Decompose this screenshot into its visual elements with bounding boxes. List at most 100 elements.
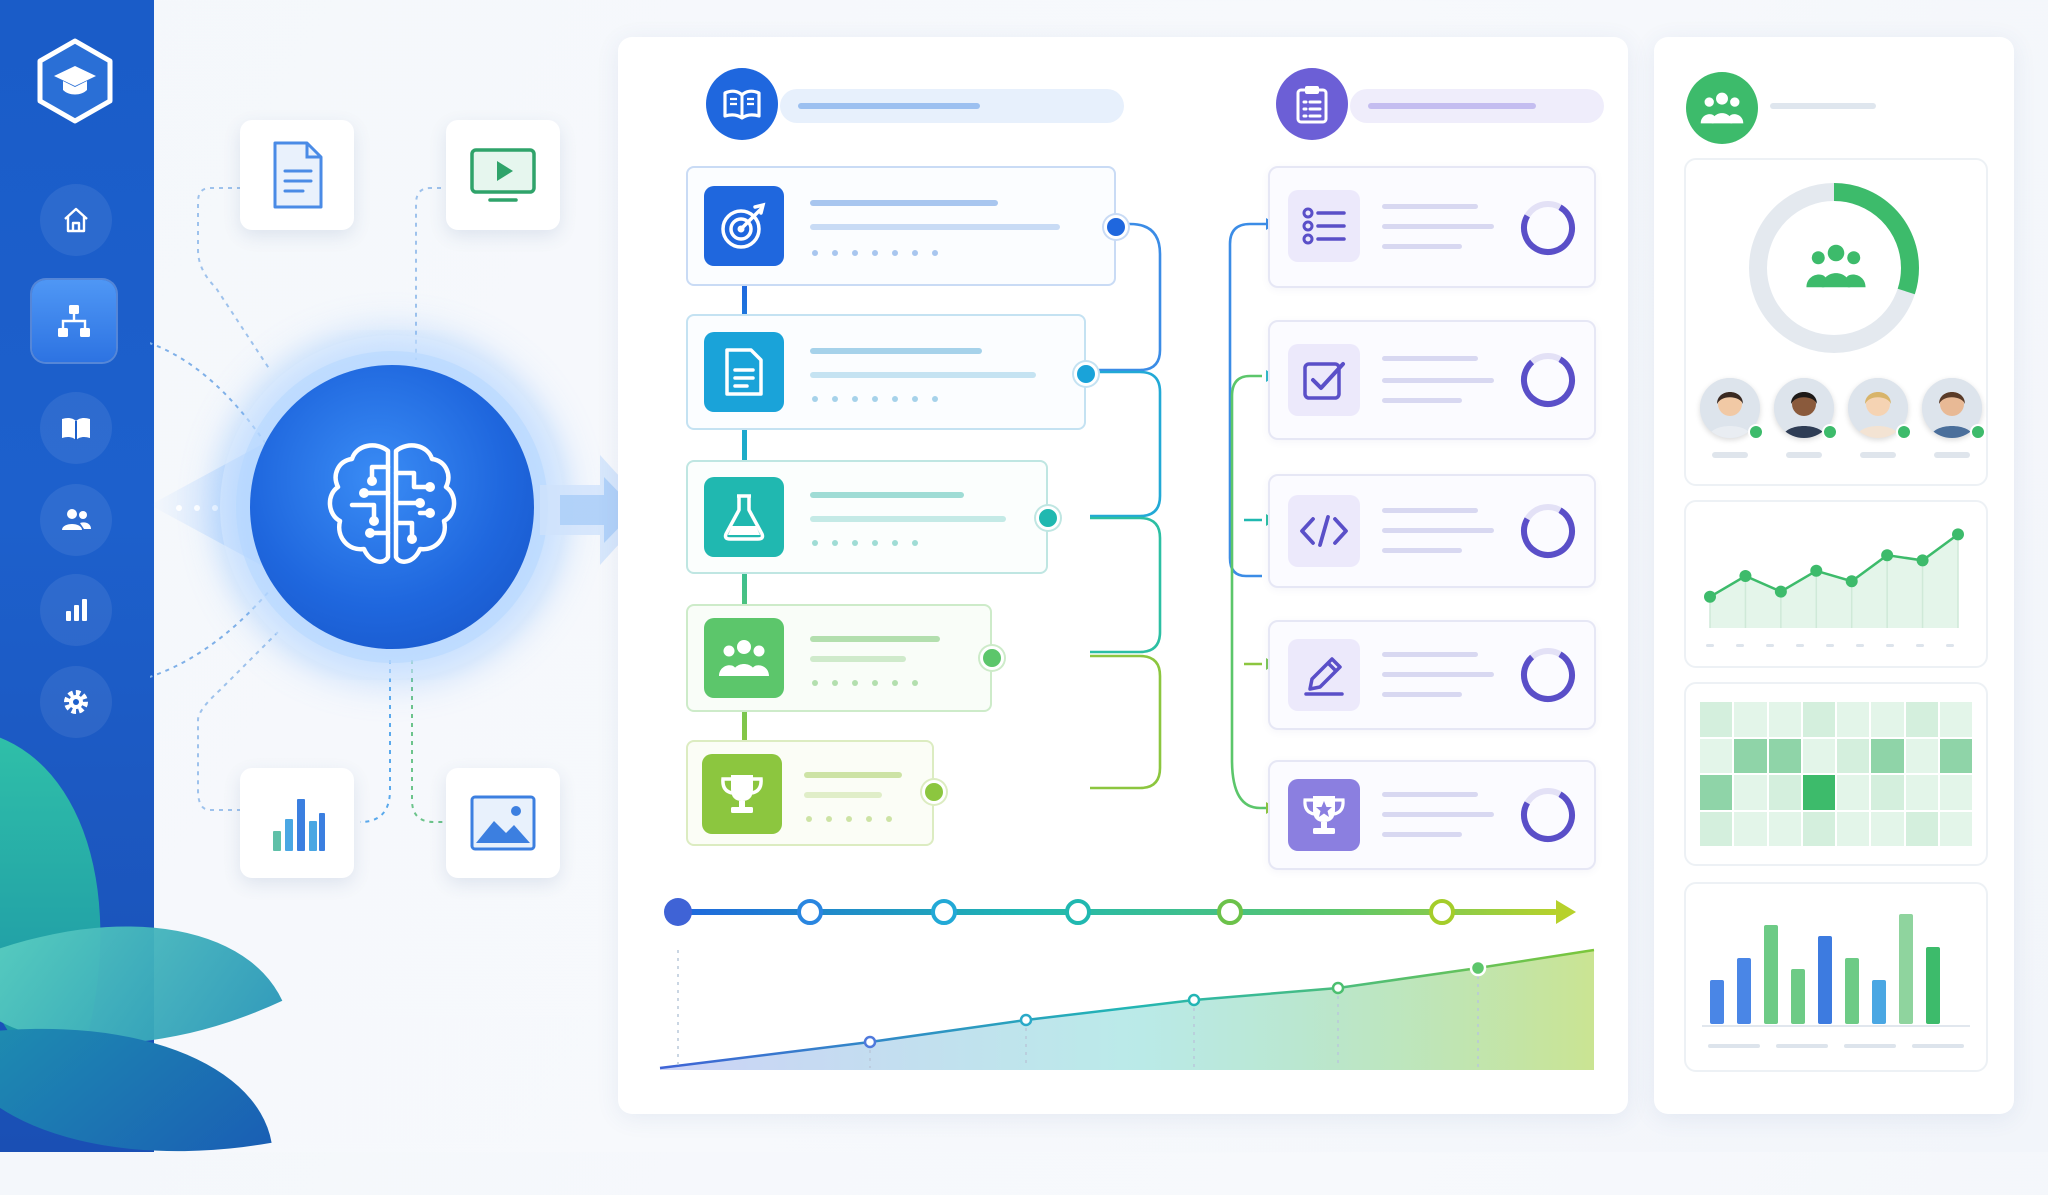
line-point <box>1916 554 1929 567</box>
progress-area-chart <box>659 948 1595 1070</box>
bar <box>1926 947 1940 1024</box>
task-progress-ring <box>1521 201 1575 255</box>
heatmap-cell <box>1802 775 1835 810</box>
nav-reports[interactable] <box>40 574 112 646</box>
task-card-quiz[interactable] <box>1268 166 1596 288</box>
nav-settings[interactable] <box>40 666 112 738</box>
task-progress-ring <box>1521 504 1575 558</box>
ai-brain-core[interactable] <box>250 365 534 649</box>
book-open-icon <box>723 89 761 120</box>
heatmap-cell <box>1802 702 1835 737</box>
list-icon <box>1302 207 1346 245</box>
app-logo[interactable] <box>36 38 114 124</box>
bar <box>1791 969 1805 1024</box>
heatmap-cell <box>1802 738 1835 773</box>
heatmap-cell <box>1939 738 1972 773</box>
heatmap-cell <box>1734 738 1767 773</box>
timeline-node <box>1065 899 1091 925</box>
performance-bar-chart <box>1702 914 1970 1048</box>
step-card-reading[interactable] <box>686 314 1086 430</box>
heatmap-cell <box>1837 702 1870 737</box>
nav-home[interactable] <box>40 184 112 256</box>
heatmap-cell <box>1700 811 1733 846</box>
heatmap-cell <box>1734 702 1767 737</box>
x-tick <box>1826 644 1834 647</box>
input-document-card[interactable] <box>240 120 354 230</box>
brain-circuit-icon <box>327 443 457 564</box>
heatmap-cell <box>1837 811 1870 846</box>
timeline-node <box>797 899 823 925</box>
heatmap-cell <box>1768 738 1801 773</box>
step-icon-box <box>704 477 784 557</box>
nav-users[interactable] <box>40 484 112 556</box>
task-card-checklist[interactable] <box>1268 320 1596 440</box>
document-icon <box>725 348 763 396</box>
heatmap-cell <box>1700 738 1733 773</box>
line-point <box>1739 570 1752 582</box>
input-image-card[interactable] <box>446 768 560 878</box>
clipboard-list-icon <box>1296 86 1328 124</box>
task-icon-box <box>1288 344 1360 416</box>
ring-progress <box>1521 353 1575 407</box>
avatar[interactable] <box>1700 378 1760 438</box>
input-video-card[interactable] <box>446 120 560 230</box>
task-icon-box <box>1288 190 1360 262</box>
timeline-node <box>1429 899 1455 925</box>
step-card-lab[interactable] <box>686 460 1048 574</box>
step-card-achievement[interactable] <box>686 740 934 846</box>
document-icon <box>273 141 323 209</box>
task-card-coding[interactable] <box>1268 474 1596 588</box>
task-card-certificate[interactable] <box>1268 760 1596 870</box>
flask-icon <box>723 494 765 541</box>
step-card-goals[interactable] <box>686 166 1116 286</box>
step-icon-box <box>704 186 784 266</box>
analytics-header-icon <box>1686 72 1758 144</box>
nav-library[interactable] <box>40 392 112 464</box>
heatmap-cell <box>1871 702 1904 737</box>
task-progress-ring <box>1521 648 1575 702</box>
group-icon <box>719 640 769 676</box>
bar <box>1845 958 1859 1024</box>
connector-dot <box>980 646 1004 670</box>
online-status-dot <box>1822 424 1838 440</box>
timeline-node <box>664 898 692 926</box>
x-tick <box>1946 644 1954 647</box>
nav-learning-path[interactable] <box>32 280 116 362</box>
heatmap-cell <box>1939 811 1972 846</box>
heatmap-cell <box>1905 738 1938 773</box>
heatmap-cell <box>1768 775 1801 810</box>
step-icon-box <box>702 754 782 834</box>
engagement-line-card <box>1684 500 1988 668</box>
heatmap-cell <box>1734 775 1767 810</box>
step-card-group[interactable] <box>686 604 992 712</box>
task-progress-ring <box>1521 353 1575 407</box>
heatmap-cell <box>1734 811 1767 846</box>
line-point <box>1774 585 1787 598</box>
avatar-name-placeholder <box>1934 452 1970 458</box>
book-icon <box>62 417 90 440</box>
assignments-title-bar <box>1350 89 1604 123</box>
connector-dot <box>922 780 946 804</box>
step-task-connectors <box>1090 218 1280 814</box>
input-analytics-card[interactable] <box>240 768 354 878</box>
activity-heatmap-card <box>1684 682 1988 866</box>
heatmap-cell <box>1700 775 1733 810</box>
avatar[interactable] <box>1848 378 1908 438</box>
x-tick <box>1766 644 1774 647</box>
class-progress-card <box>1684 158 1988 486</box>
heatmap-cell <box>1905 702 1938 737</box>
x-tick <box>1706 644 1714 647</box>
heatmap-cell <box>1905 775 1938 810</box>
users-icon <box>62 509 91 530</box>
bar <box>1737 958 1751 1024</box>
x-tick <box>1796 644 1804 647</box>
task-card-writing[interactable] <box>1268 620 1596 730</box>
heatmap-cell <box>1768 702 1801 737</box>
student-avatars <box>1700 378 1986 468</box>
avatar[interactable] <box>1922 378 1982 438</box>
group-icon <box>1806 244 1866 288</box>
step-icon-box <box>704 618 784 698</box>
line-point <box>1952 528 1964 541</box>
avatar-name-placeholder <box>1712 452 1748 458</box>
bar <box>1899 914 1913 1024</box>
